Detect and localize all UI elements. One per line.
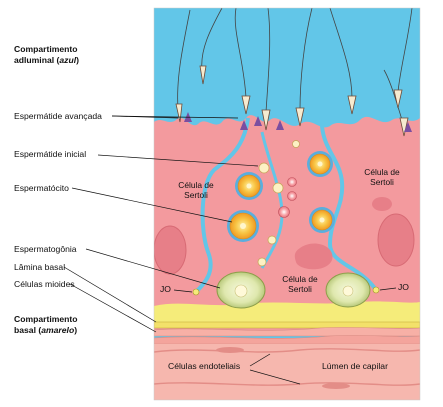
myoid-cells-label: Células mioides: [14, 279, 75, 289]
early-spermatid: [257, 257, 267, 267]
spermatocyte-label: Espermatócito: [14, 183, 69, 193]
sertoli-nucleus-top-right: [372, 197, 392, 211]
early-spermatid-label: Espermátide inicial: [14, 149, 86, 159]
myoid-layer-2: [154, 335, 420, 345]
advanced-spermatid-head: [199, 65, 207, 85]
capillary-lumen-label: Lúmen de capilar: [322, 361, 388, 371]
endothelial-nucleus: [322, 383, 350, 389]
advanced-spermatid-head: [295, 107, 305, 127]
early-spermatid: [267, 235, 277, 245]
myoid-layer-1: [154, 327, 420, 337]
sertoli-left-label: Célula de: [178, 180, 214, 190]
tight-junction-left-label: JO: [160, 284, 171, 294]
endothelial-cells-label: Células endoteliais: [168, 361, 240, 371]
sertoli-right-label-2: Sertoli: [370, 177, 394, 187]
sertoli-center-label: Célula de: [282, 274, 318, 284]
early-spermatid: [292, 140, 300, 148]
tight-junction-left: [192, 288, 200, 296]
advanced-spermatid-head: [175, 103, 183, 123]
sertoli-nucleus-left: [154, 225, 187, 275]
advanced-spermatid-head: [241, 95, 251, 115]
basal-compartment-label: Compartimento: [14, 314, 78, 324]
capillary: [154, 344, 420, 400]
adluminal-compartment-label: Compartimento: [14, 44, 78, 54]
sertoli-boundary-right: [320, 125, 378, 292]
spermatocyte: [235, 172, 263, 200]
basal-compartment-label-2: basal (amarelo): [14, 325, 77, 335]
advanced-spermatid-head: [261, 109, 271, 131]
basal-compartment: [154, 301, 420, 326]
sertoli-right-label: Célula de: [364, 167, 400, 177]
sertoli-center-label-2: Sertoli: [288, 284, 312, 294]
spermatocyte: [227, 210, 259, 242]
advanced-spermatid-head: [393, 89, 403, 109]
endothelium-top: [154, 348, 420, 353]
advanced-spermatid-head: [347, 95, 357, 115]
early-spermatid: [287, 177, 297, 187]
endothelial-nucleus: [216, 347, 244, 353]
spermatocyte: [307, 151, 333, 177]
sertoli-left-label-2: Sertoli: [184, 190, 208, 200]
spermatocyte: [309, 207, 335, 233]
sertoli-cytoplasm: [154, 115, 420, 330]
basal-lamina: [154, 321, 420, 329]
adluminal-compartment-label-2: adluminal (azul): [14, 55, 79, 65]
sertoli-nucleus-right: [377, 213, 415, 267]
early-spermatid: [278, 206, 290, 218]
early-spermatid: [272, 182, 284, 194]
early-spermatid: [287, 191, 297, 201]
early-spermatid: [258, 162, 270, 174]
tight-junction-right: [372, 286, 380, 294]
advanced-spermatids: [177, 8, 413, 121]
leader-lines: [63, 115, 259, 333]
spermatogonium-label: Espermatogônia: [14, 244, 77, 254]
basal-lamina-label: Lâmina basal: [14, 262, 65, 272]
advanced-spermatid-label: Espermátide avançada: [14, 111, 102, 121]
tight-junction-right-label: JO: [398, 282, 409, 292]
sertoli-boundary-left: [194, 117, 250, 294]
sertoli-nucleus-center: [294, 243, 333, 270]
